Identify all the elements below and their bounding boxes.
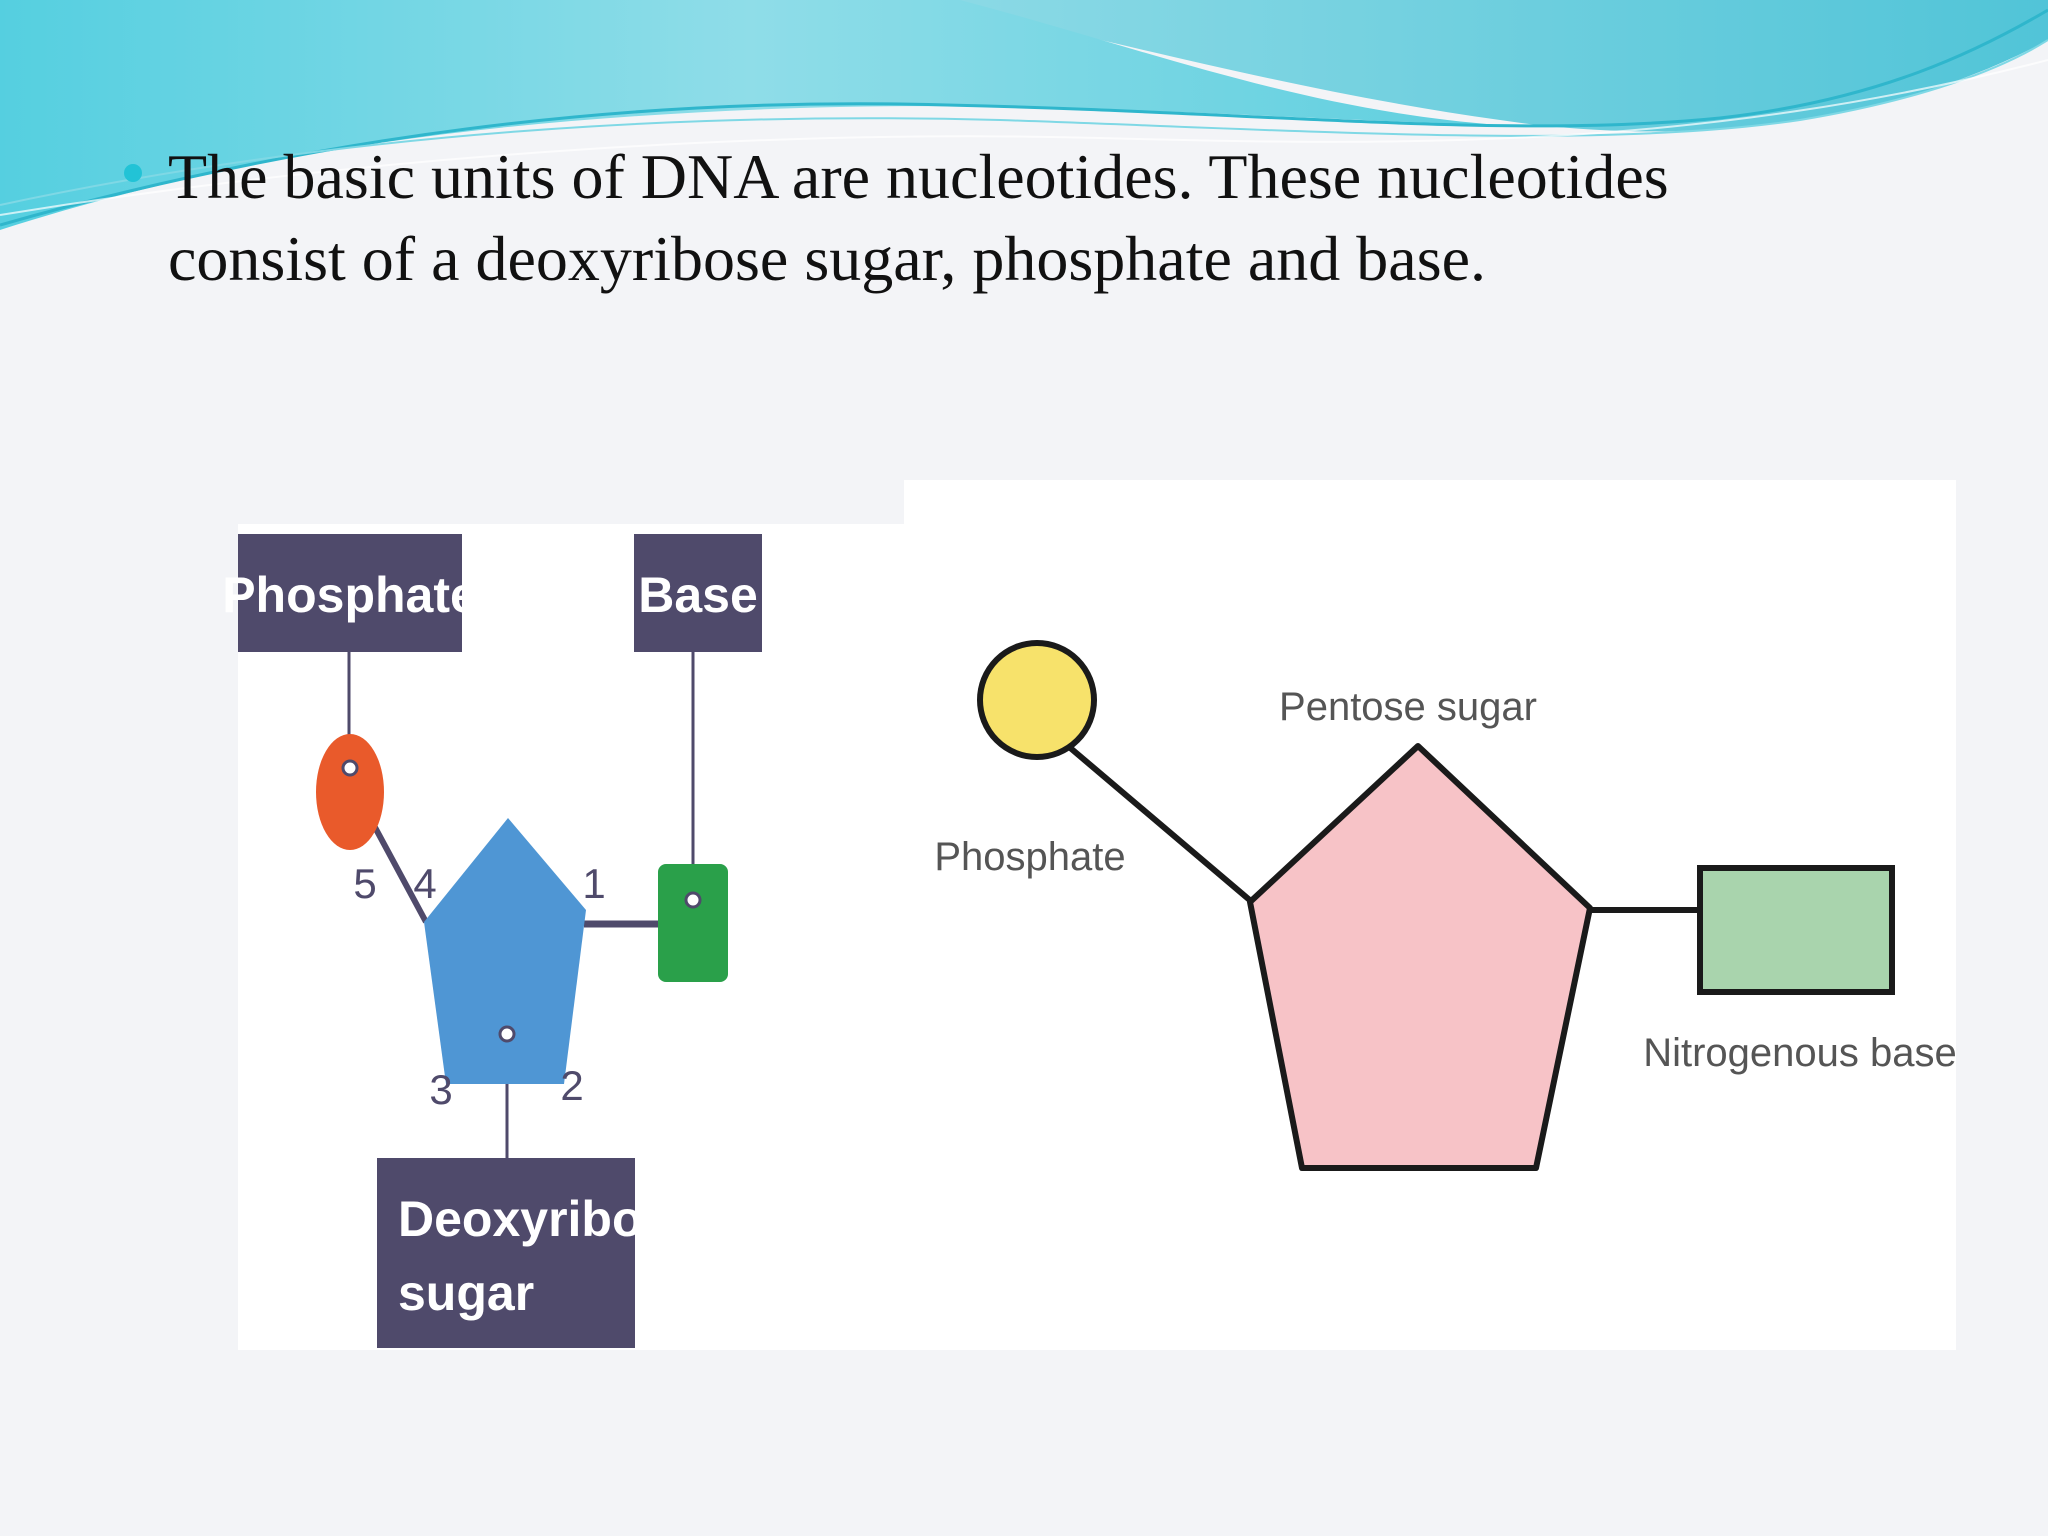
base-label: Base bbox=[638, 567, 758, 623]
sugar-label-line1: Deoxyribose bbox=[398, 1191, 698, 1247]
carbon-number-5: 5 bbox=[353, 860, 376, 907]
sugar-label-box bbox=[377, 1158, 635, 1348]
base-anchor-dot bbox=[684, 891, 702, 909]
phosphate-sugar-bond bbox=[367, 816, 429, 924]
nitrogenous-base-shape bbox=[1697, 865, 1895, 995]
carbon-number-1: 1 bbox=[582, 860, 605, 907]
phosphate-shape-right bbox=[977, 640, 1097, 760]
pentose-sugar-shape bbox=[1247, 743, 1593, 1171]
pentose-sugar-label: Pentose sugar bbox=[1279, 685, 1537, 729]
sugar-label-line2: sugar bbox=[398, 1265, 534, 1321]
phosphate-label-right: Phosphate bbox=[934, 835, 1125, 879]
sugar-anchor-dot bbox=[498, 1025, 516, 1043]
bullet-text: The basic units of DNA are nucleotides. … bbox=[168, 141, 1669, 294]
header-wave-decoration bbox=[0, 0, 2048, 230]
carbon-number-2: 2 bbox=[560, 1062, 583, 1109]
carbon-number-4: 4 bbox=[413, 860, 436, 907]
deoxyribose-sugar-shape bbox=[424, 818, 586, 1084]
base-shape bbox=[658, 864, 728, 982]
nitrogenous-base-label: Nitrogenous base bbox=[1643, 1031, 1957, 1075]
phosphate-label: Phosphate bbox=[222, 567, 478, 623]
phosphate-shape bbox=[316, 734, 384, 850]
bullet-icon bbox=[124, 164, 142, 182]
phosphate-label-box bbox=[238, 534, 462, 652]
carbon-number-3: 3 bbox=[429, 1066, 452, 1113]
phosphate-anchor-dot bbox=[341, 759, 359, 777]
base-label-box bbox=[634, 534, 762, 652]
phosphate-sugar-bond-right bbox=[1066, 743, 1254, 905]
